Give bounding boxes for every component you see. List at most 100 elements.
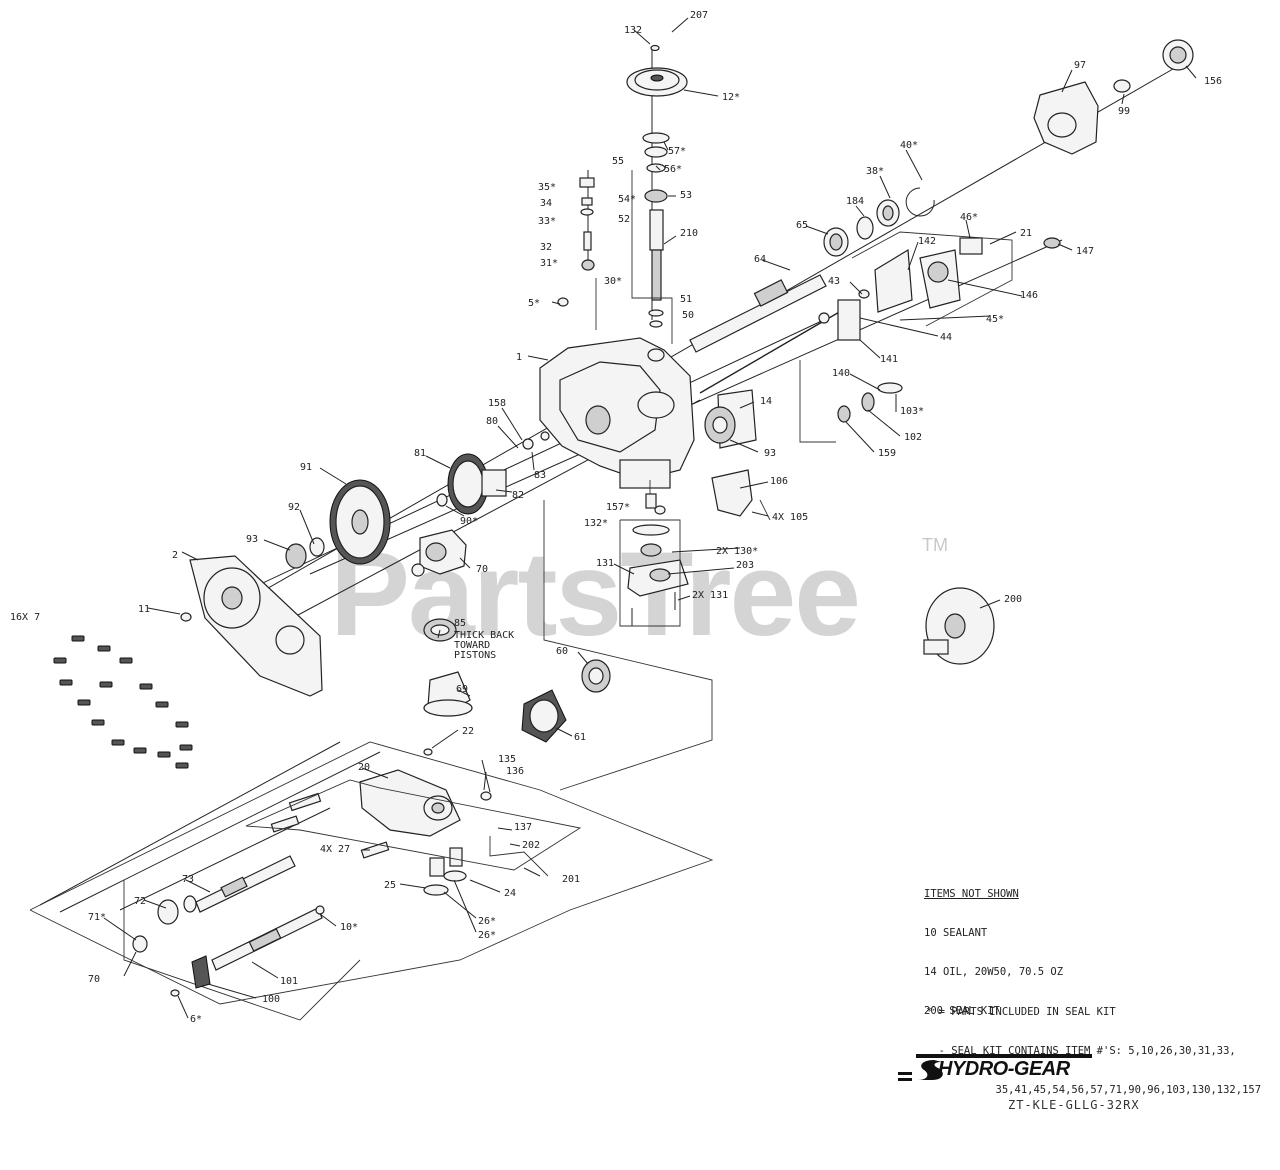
callout-65: 65 bbox=[796, 220, 808, 231]
callout-97: 97 bbox=[1074, 60, 1086, 71]
callout-50: 50 bbox=[682, 310, 694, 321]
axle-lines bbox=[39, 64, 1181, 913]
callout-135: 135 bbox=[498, 754, 516, 765]
callout-72: 72 bbox=[134, 896, 146, 907]
callout-207: 207 bbox=[690, 10, 708, 21]
callout-26-a: 26* bbox=[478, 916, 496, 927]
leader-lines bbox=[103, 17, 1197, 1019]
lower-shafts bbox=[132, 855, 325, 997]
seal-kit-note-line: * = PARTS INCLUDED IN SEAL KIT bbox=[926, 1006, 1116, 1018]
callout-21: 21 bbox=[1020, 228, 1032, 239]
callout-labels: 132 207 12* 57* 56* 55 54* 53 52 210 35*… bbox=[10, 10, 1222, 1025]
watermark-text: PartsTree bbox=[330, 527, 859, 661]
axle-shaft-right bbox=[689, 187, 935, 394]
watermark-tm: TM bbox=[922, 535, 948, 555]
callout-45: 45* bbox=[986, 314, 1004, 325]
callout-85: 85 bbox=[454, 618, 466, 629]
callout-146: 146 bbox=[1020, 290, 1038, 301]
side-cover bbox=[180, 555, 323, 697]
callout-64: 64 bbox=[754, 254, 766, 265]
callout-103: 103* bbox=[900, 406, 924, 417]
callout-158: 158 bbox=[488, 398, 506, 409]
callout-26-b: 26* bbox=[478, 930, 496, 941]
callout-44: 44 bbox=[940, 332, 952, 343]
callout-54: 54* bbox=[618, 194, 636, 205]
callout-70: 70 bbox=[476, 564, 488, 575]
callout-130: 2X 130* bbox=[716, 546, 758, 557]
callout-5: 5* bbox=[528, 298, 540, 309]
model-code: ZT-KLE-GLLG-32RX bbox=[1008, 1098, 1140, 1112]
callout-137: 137 bbox=[514, 822, 532, 833]
center-gear-parts bbox=[704, 382, 903, 517]
wheel-hub bbox=[1033, 39, 1194, 155]
callout-210: 210 bbox=[680, 228, 698, 239]
callout-30: 30* bbox=[604, 276, 622, 287]
callout-55: 55 bbox=[612, 156, 624, 167]
callout-31: 31* bbox=[540, 258, 558, 269]
callout-12: 12* bbox=[722, 92, 740, 103]
callout-131: 131 bbox=[596, 558, 614, 569]
callout-2: 2 bbox=[172, 550, 178, 561]
brand-name: HYDRO-GEAR bbox=[938, 1058, 1070, 1080]
callout-85-note-1: THICK BACK bbox=[454, 630, 514, 641]
seal-kit-notes: * = PARTS INCLUDED IN SEAL KIT - SEAL KI… bbox=[926, 980, 1261, 1110]
callout-71: 71* bbox=[88, 912, 106, 923]
callout-140: 140 bbox=[832, 368, 850, 379]
callout-16x7: 16X 7 bbox=[10, 612, 40, 623]
hydro-gear-logo-mark bbox=[898, 1054, 1092, 1081]
callout-83: 83 bbox=[534, 470, 546, 481]
bolt-set bbox=[53, 635, 193, 769]
callout-52: 52 bbox=[618, 214, 630, 225]
callout-51: 51 bbox=[680, 294, 692, 305]
callout-70-b: 70 bbox=[88, 974, 100, 985]
callout-53: 53 bbox=[680, 190, 692, 201]
items-not-shown-line: 10 SEALANT bbox=[924, 927, 988, 939]
callout-81: 81 bbox=[414, 448, 426, 459]
callout-90: 90* bbox=[460, 516, 478, 527]
items-not-shown-line: 200 SEAL KIT bbox=[924, 1005, 1000, 1017]
callout-22: 22 bbox=[462, 726, 474, 737]
callout-102: 102 bbox=[904, 432, 922, 443]
callout-85-note-2: TOWARD bbox=[454, 640, 490, 651]
callout-100: 100 bbox=[262, 994, 280, 1005]
callout-32: 32 bbox=[540, 242, 552, 253]
callout-10: 10* bbox=[340, 922, 358, 933]
callout-33: 33* bbox=[538, 216, 556, 227]
pump-parts bbox=[411, 500, 713, 791]
callout-136: 136 bbox=[506, 766, 524, 777]
callout-101: 101 bbox=[280, 976, 298, 987]
callout-159: 159 bbox=[878, 448, 896, 459]
control-arm-parts bbox=[557, 170, 673, 344]
callout-156: 156 bbox=[1204, 76, 1222, 87]
callout-106: 106 bbox=[770, 476, 788, 487]
callout-92: 92 bbox=[288, 502, 300, 513]
items-not-shown-line: 14 OIL, 20W50, 70.5 OZ bbox=[924, 966, 1064, 978]
callout-91: 91 bbox=[300, 462, 312, 473]
callout-34: 34 bbox=[540, 198, 552, 209]
callout-69: 69 bbox=[456, 684, 468, 695]
callout-201: 201 bbox=[562, 874, 580, 885]
callout-25: 25 bbox=[384, 880, 396, 891]
callout-56: 56* bbox=[664, 164, 682, 175]
callout-93-left: 93 bbox=[246, 534, 258, 545]
callout-27: 4X 27 bbox=[320, 844, 350, 855]
callout-61: 61 bbox=[574, 732, 586, 743]
callout-80: 80 bbox=[486, 416, 498, 427]
seal-kit-note-line: 35,41,45,54,56,57,71,90,96,103,130,132,1… bbox=[926, 1084, 1262, 1096]
callout-73: 73 bbox=[182, 874, 194, 885]
callout-202: 202 bbox=[522, 840, 540, 851]
callout-35: 35* bbox=[538, 182, 556, 193]
center-section-parts bbox=[619, 493, 771, 627]
callout-142: 142 bbox=[918, 236, 936, 247]
lower-center-section bbox=[29, 741, 714, 1021]
callout-132: 132 bbox=[624, 25, 642, 36]
callout-85-note-3: PISTONS bbox=[454, 650, 496, 661]
callout-1: 1 bbox=[516, 352, 522, 363]
callout-40: 40* bbox=[900, 140, 918, 151]
items-not-shown-header: ITEMS NOT SHOWN bbox=[924, 888, 1019, 900]
callout-43: 43 bbox=[828, 276, 840, 287]
callout-60: 60 bbox=[556, 646, 568, 657]
callout-184: 184 bbox=[846, 196, 864, 207]
